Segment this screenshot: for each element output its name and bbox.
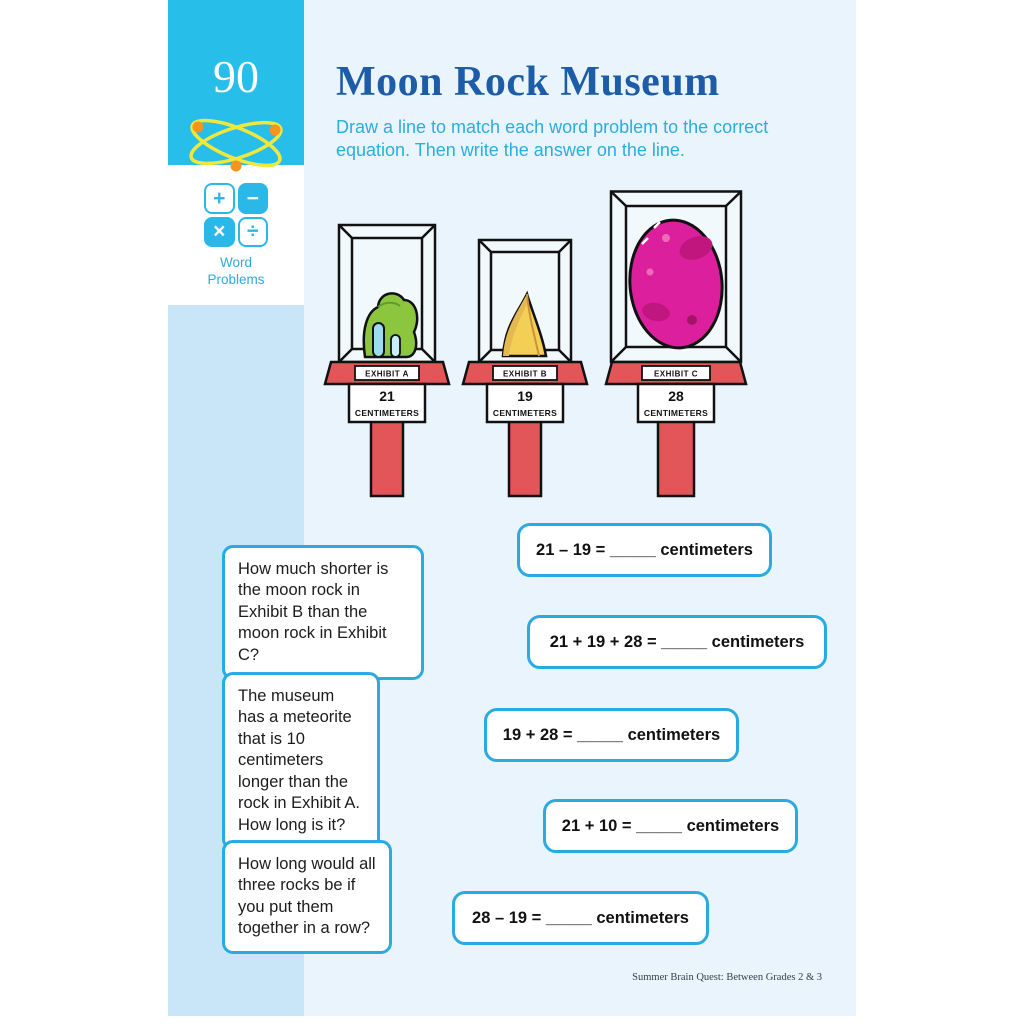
times-icon: × xyxy=(204,216,235,247)
minus-icon: − xyxy=(237,183,268,214)
exhibit-b-unit: CENTIMETERS xyxy=(493,408,557,418)
equation-option-3[interactable]: 19 + 28 = _____ centimeters xyxy=(484,708,739,762)
page-title: Moon Rock Museum xyxy=(336,59,720,105)
paper: 90 + − × ÷ Word Problems Moon Rock Mu xyxy=(168,0,856,1016)
plus-icon: + xyxy=(204,183,235,214)
atom-nucleus xyxy=(230,160,242,172)
exhibit-c-unit: CENTIMETERS xyxy=(644,408,708,418)
word-problem-2[interactable]: The museum has a meteorite that is 10 ce… xyxy=(222,672,380,851)
category-block: + − × ÷ Word Problems xyxy=(168,165,304,305)
exhibit-c-size: 28 xyxy=(668,388,684,404)
exhibit-c-post xyxy=(656,418,696,498)
exhibit-b-plate-text: EXHIBIT B xyxy=(503,370,547,379)
page-number: 90 xyxy=(213,51,259,102)
word-problem-1[interactable]: How much shorter is the moon rock in Exh… xyxy=(222,545,424,681)
exhibit-a-sign xyxy=(347,382,427,424)
atom-electron xyxy=(192,121,204,133)
math-operations-icon: + − × ÷ xyxy=(204,183,268,247)
exhibit-a-plate xyxy=(354,365,420,381)
exhibit-c-sign xyxy=(636,382,716,424)
exhibit-b-sign xyxy=(485,382,565,424)
footer-credit: Summer Brain Quest: Between Grades 2 & 3 xyxy=(632,972,822,983)
exhibit-b-plate xyxy=(492,365,558,381)
exhibit-b-rock xyxy=(501,290,548,358)
sidebar: 90 + − × ÷ Word Problems xyxy=(168,0,304,1016)
exhibit-a: EXHIBIT A 21 CENTIMETERS xyxy=(323,223,451,498)
divide-icon: ÷ xyxy=(237,216,268,247)
instructions: Draw a line to match each word problem t… xyxy=(336,117,769,161)
equation-option-2[interactable]: 21 + 19 + 28 = _____ centimeters xyxy=(527,615,827,669)
page-number-box: 90 xyxy=(168,0,304,165)
equation-option-1[interactable]: 21 – 19 = _____ centimeters xyxy=(517,523,772,577)
atom-electron xyxy=(269,124,281,136)
exhibit-a-post xyxy=(369,418,405,498)
exhibit-b-size: 19 xyxy=(517,388,533,404)
category-label: Word Problems xyxy=(207,255,265,287)
exhibit-c-plate-text: EXHIBIT C xyxy=(654,370,698,379)
exhibit-c-plate xyxy=(641,365,711,381)
atom-icon xyxy=(189,118,283,172)
exhibit-a-unit: CENTIMETERS xyxy=(355,408,419,418)
exhibit-b-post xyxy=(507,418,543,498)
exhibit-a-plate-text: EXHIBIT A xyxy=(365,370,409,379)
word-problem-3[interactable]: How long would all three rocks be if you… xyxy=(222,840,392,954)
equation-option-4[interactable]: 21 + 10 = _____ centimeters xyxy=(543,799,798,853)
exhibit-a-rock xyxy=(362,292,419,359)
exhibit-b: EXHIBIT B 19 CENTIMETERS xyxy=(461,238,589,498)
exhibit-c-rock xyxy=(628,218,724,350)
equation-option-5[interactable]: 28 – 19 = _____ centimeters xyxy=(452,891,709,945)
exhibit-a-size: 21 xyxy=(379,388,395,404)
exhibit-c: EXHIBIT C 28 CENTIMETERS xyxy=(604,190,748,498)
